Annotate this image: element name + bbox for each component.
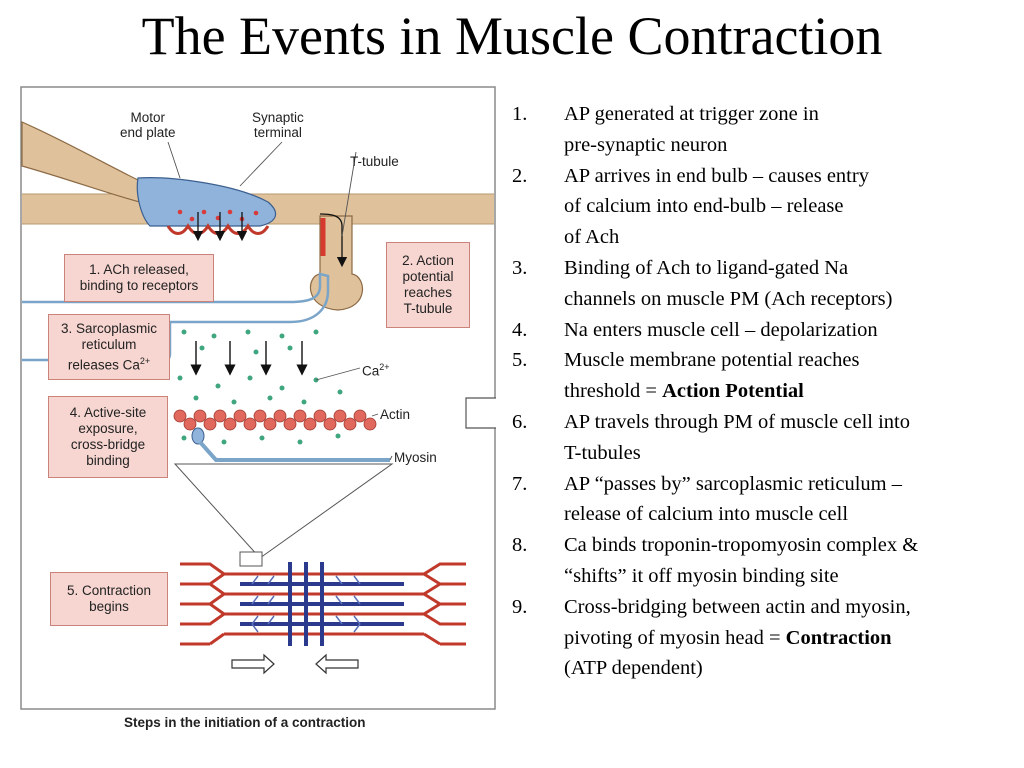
step-line: of Ach [564, 226, 620, 249]
step-line: pivoting of myosin head = Contraction [564, 626, 892, 649]
actin-label: Actin [380, 407, 411, 422]
step-item: 9. Cross-bridging between actin and myosi… [512, 592, 1017, 684]
step-line: threshold = Action Potential [564, 380, 804, 403]
calcium-charge: 2+ [379, 362, 390, 372]
step-line: of calcium into end-bulb – release [564, 195, 844, 218]
myosin-head [191, 427, 205, 445]
step-item: 7. AP “passes by” sarcoplasmic reticulum … [512, 469, 1017, 531]
step-line: AP generated at trigger zone in [564, 103, 819, 125]
step-item: 5. Muscle membrane potential reaches thres… [512, 345, 1017, 407]
step-box-4-line: binding [86, 453, 130, 468]
calcium-symbol: Ca [362, 363, 380, 379]
step-line: Ca binds troponin-tropomyosin complex & [564, 534, 919, 557]
step-line: Cross-bridging between actin and myosin, [564, 595, 911, 618]
step-number: 5. [512, 349, 528, 372]
synaptic-terminal-label-line: Synaptic [252, 110, 304, 125]
step-box-5-line: begins [89, 599, 129, 614]
edge-bracket [465, 397, 496, 429]
step-box-3-line: reticulum [81, 336, 137, 352]
step-box-3-line: 3. Sarcoplasmic [60, 320, 158, 336]
synaptic-terminal-label-line: terminal [253, 125, 302, 140]
step-item: 1. AP generated at trigger zone in pre-syn… [512, 99, 1017, 161]
step-box-2-line: potential [402, 269, 454, 284]
steps-list: 1. AP generated at trigger zone in pre-syn… [512, 99, 1017, 684]
step-number: 6. [512, 410, 528, 433]
slide-title: The Events in Muscle Contraction [141, 6, 883, 66]
contraction-arrow-right [231, 653, 275, 675]
motor-end-plate-label: Motor end plate [120, 110, 176, 140]
step-line: AP “passes by” sarcoplasmic reticulum – [564, 472, 902, 495]
contraction-arrow-left [315, 653, 359, 675]
step-emphasis: Contraction [785, 626, 892, 649]
step-box-5-line: 5. Contraction [66, 583, 152, 598]
synaptic-terminal-label: Synaptic terminal [252, 110, 304, 140]
step-number: 7. [512, 472, 528, 495]
step-line: T-tubules [564, 441, 641, 464]
step-item: 8. Ca binds troponin-tropomyosin complex … [512, 530, 1017, 592]
step-emphasis: Action Potential [662, 380, 804, 403]
step-line: (ATP dependent) [564, 657, 703, 680]
step-box-4-line: cross-bridge [70, 437, 146, 452]
step-line: AP arrives in end bulb – causes entry [564, 164, 869, 187]
step-box-1-line: binding to receptors [79, 278, 199, 293]
t-tubule-label: T-tubule [350, 154, 399, 169]
zoom-lines [173, 463, 394, 559]
motor-end-plate-label-line: Motor [130, 110, 166, 125]
actin-filament [173, 409, 377, 431]
step-box-2-line: T-tubule [403, 301, 453, 316]
step-number: 9. [512, 595, 528, 618]
step-number: 1. [512, 103, 528, 125]
step-box-3-last: releases Ca [67, 357, 140, 373]
muscle-contraction-diagram: Motor end plate Synaptic terminal T-tubu… [20, 86, 496, 710]
calcium-label: Ca2+ [362, 360, 390, 379]
step-line: Na enters muscle cell – depolarization [564, 318, 878, 341]
step-line: AP travels through PM of muscle cell int… [564, 410, 910, 433]
step-line: “shifts” it off myosin binding site [564, 564, 839, 587]
thick-filaments [240, 562, 404, 646]
myosin-filament [198, 440, 390, 462]
cross-bridges [251, 575, 361, 633]
step-line: Muscle membrane potential reaches [564, 349, 860, 372]
step-box-2-line: reaches [403, 285, 453, 300]
step-number: 3. [512, 256, 528, 279]
step-number: 2. [512, 164, 528, 187]
step-box-2-line: 2. Action [402, 253, 454, 268]
motor-end-plate-label-line: end plate [120, 125, 176, 140]
step-box-1-line: 1. ACh released, [89, 262, 189, 277]
step-item: 3. Binding of Ach to ligand-gated Na chann… [512, 253, 1017, 315]
synaptic-terminal [136, 177, 277, 227]
step-box-3: 3. Sarcoplasmic reticulum releases Ca2+ [48, 314, 170, 380]
sarcomere [180, 562, 466, 646]
step-box-2: 2. Action potential reaches T-tubule [386, 242, 470, 328]
calcium-release-arrows [190, 341, 308, 376]
figure-caption: Steps in the initiation of a contraction [124, 715, 366, 730]
step-number: 4. [512, 318, 528, 341]
step-item: 6. AP travels through PM of muscle cell i… [512, 407, 1017, 469]
step-box-3-charge: 2+ [139, 355, 151, 366]
step-box-4: 4. Active-site exposure, cross-bridge bi… [48, 396, 168, 478]
step-box-4-line: 4. Active-site [69, 405, 147, 420]
step-item: 2. AP arrives in end bulb – causes entry o… [512, 161, 1017, 253]
step-line: channels on muscle PM (Ach receptors) [564, 287, 893, 310]
action-potential-arrow [319, 213, 348, 268]
step-line: pre-synaptic neuron [564, 133, 728, 156]
step-box-4-line: exposure, [78, 421, 138, 436]
zoom-box [239, 551, 263, 567]
step-box-5: 5. Contraction begins [50, 572, 168, 626]
step-number: 8. [512, 534, 528, 557]
step-box-1: 1. ACh released, binding to receptors [64, 254, 214, 302]
step-box-3-line: releases Ca2+ [49, 353, 169, 374]
myosin-label: Myosin [394, 450, 437, 465]
step-line: release of calcium into muscle cell [564, 503, 849, 526]
step-line: Binding of Ach to ligand-gated Na [564, 256, 849, 279]
step-item: 4. Na enters muscle cell – depolarization [512, 315, 1017, 346]
ach-release-arrows [192, 212, 248, 242]
